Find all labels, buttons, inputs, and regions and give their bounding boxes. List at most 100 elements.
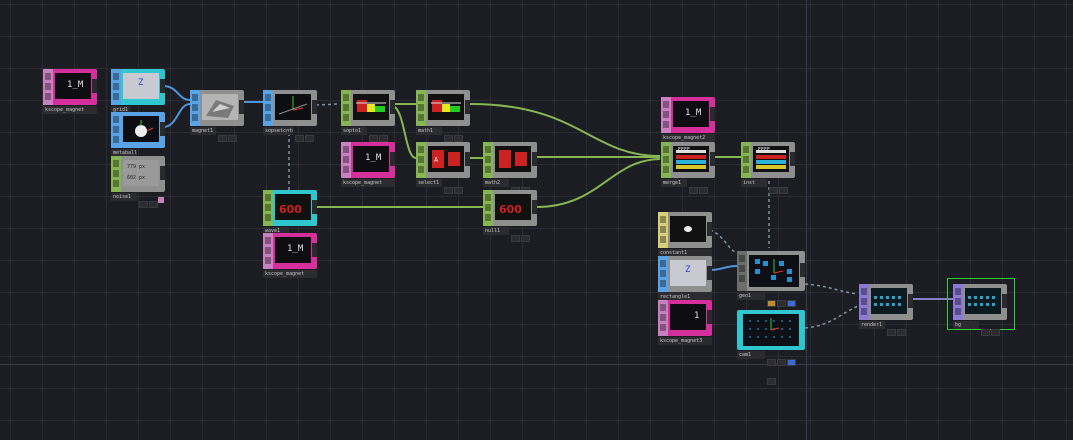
node-input-stripe[interactable]: [111, 112, 121, 148]
output-port[interactable]: [312, 100, 317, 114]
node-label[interactable]: render1: [859, 321, 885, 329]
node-label[interactable]: magnet1: [190, 127, 216, 135]
output-port[interactable]: [465, 100, 470, 114]
node-flags[interactable]: [138, 193, 158, 208]
node-viewer: 1_M: [275, 237, 311, 263]
node-label[interactable]: wave1: [263, 227, 289, 235]
node-input-stripe[interactable]: [341, 90, 351, 126]
merged-channels-icon: [753, 146, 789, 172]
output-port[interactable]: [160, 79, 165, 93]
output-port[interactable]: [707, 310, 712, 324]
node-label[interactable]: kscope_magnet: [43, 106, 97, 114]
output-port[interactable]: [710, 107, 715, 121]
output-port[interactable]: [239, 100, 244, 114]
node-flags[interactable]: [294, 127, 314, 142]
node-input-stripe[interactable]: [416, 90, 426, 126]
viewer-text: EEEE: [678, 147, 691, 153]
viewer-text: 1_M: [287, 244, 304, 254]
node-input-stripe[interactable]: [416, 142, 426, 178]
output-port[interactable]: [710, 152, 715, 166]
node-viewer: 600: [275, 194, 311, 220]
node-flags[interactable]: [510, 179, 530, 194]
output-port[interactable]: [532, 152, 537, 166]
output-port[interactable]: [1002, 294, 1007, 308]
node-viewer: [353, 94, 389, 120]
node-label[interactable]: constant1: [658, 249, 712, 257]
node-flags[interactable]: [368, 127, 388, 142]
output-port[interactable]: [160, 166, 165, 180]
node-input-stripe[interactable]: [658, 300, 668, 336]
node-viewer: 1: [670, 304, 706, 330]
node-label[interactable]: sopsetcnte: [263, 127, 293, 135]
output-port[interactable]: [160, 122, 165, 136]
node-flags[interactable]: [768, 179, 788, 194]
constant-preview-icon: [670, 216, 706, 242]
node-label[interactable]: sopto1: [341, 127, 367, 135]
node-label[interactable]: bg: [953, 321, 979, 329]
node-input-stripe[interactable]: [111, 156, 121, 192]
node-flags[interactable]: [688, 179, 708, 194]
node-label[interactable]: kscope_magnet: [341, 179, 395, 187]
node-flags[interactable]: [510, 227, 530, 242]
viewer-text: Z: [685, 265, 691, 275]
origin-axis-horizontal: [0, 364, 1073, 365]
wave-preview-icon: 600: [275, 194, 311, 220]
node-flags[interactable]: [217, 127, 237, 142]
node-input-stripe[interactable]: [263, 90, 273, 126]
node-label[interactable]: geo1: [737, 292, 765, 300]
node-label[interactable]: kscope_magnet3: [658, 337, 712, 345]
node-input-stripe[interactable]: [658, 212, 668, 248]
node-input-stripe[interactable]: [737, 251, 747, 291]
node-label[interactable]: math2: [483, 179, 509, 187]
noise-resolution-y: 602 px: [127, 175, 146, 181]
node-flags[interactable]: [443, 179, 463, 194]
node-input-stripe[interactable]: [341, 142, 351, 178]
output-port[interactable]: [707, 222, 712, 236]
node-input-stripe[interactable]: [483, 142, 493, 178]
node-flags[interactable]: [766, 351, 805, 385]
node-label[interactable]: inst: [741, 179, 767, 187]
node-input-stripe[interactable]: [859, 284, 869, 320]
node-input-stripe[interactable]: [661, 142, 671, 178]
node-input-stripe[interactable]: [43, 69, 53, 105]
node-label[interactable]: cam1: [737, 351, 765, 359]
node-input-stripe[interactable]: [263, 190, 273, 226]
output-port[interactable]: [707, 266, 712, 280]
node-flags[interactable]: [886, 321, 906, 336]
output-port[interactable]: [390, 100, 395, 114]
output-port[interactable]: [800, 263, 805, 277]
output-port[interactable]: [790, 152, 795, 166]
node-input-stripe[interactable]: [953, 284, 963, 320]
node-input-stripe[interactable]: [661, 97, 671, 133]
output-port[interactable]: [312, 200, 317, 214]
output-port[interactable]: [465, 152, 470, 166]
output-port[interactable]: [390, 152, 395, 166]
node-label[interactable]: select1: [416, 179, 442, 187]
node-label[interactable]: kscope_magnet: [263, 270, 317, 278]
output-port[interactable]: [908, 294, 913, 308]
node-flags[interactable]: [443, 127, 463, 142]
node-input-stripe[interactable]: [741, 142, 751, 178]
node-input-stripe[interactable]: [190, 90, 200, 126]
node-label[interactable]: rectangle1: [658, 293, 712, 301]
node-label[interactable]: noise1: [111, 193, 137, 201]
node-flags[interactable]: [980, 321, 1000, 336]
node-flags[interactable]: [766, 292, 805, 326]
node-label[interactable]: metaball1: [111, 149, 137, 157]
node-input-stripe[interactable]: [111, 69, 121, 105]
node-input-stripe[interactable]: [263, 233, 273, 269]
viewer-text: 1_M: [365, 153, 382, 163]
output-port[interactable]: [312, 243, 317, 257]
node-label[interactable]: null1: [483, 227, 509, 235]
node-label[interactable]: math1: [416, 127, 442, 135]
node-input-stripe[interactable]: [483, 190, 493, 226]
node-label[interactable]: kscope_magnet2: [661, 134, 715, 142]
node-label[interactable]: grid1: [111, 106, 131, 114]
node-label[interactable]: merge1: [661, 179, 687, 187]
noise1-bypass-marker[interactable]: [158, 197, 164, 203]
node-viewer: A: [428, 146, 464, 172]
node-input-stripe[interactable]: [658, 256, 668, 292]
output-port[interactable]: [92, 79, 97, 93]
output-port[interactable]: [532, 200, 537, 214]
